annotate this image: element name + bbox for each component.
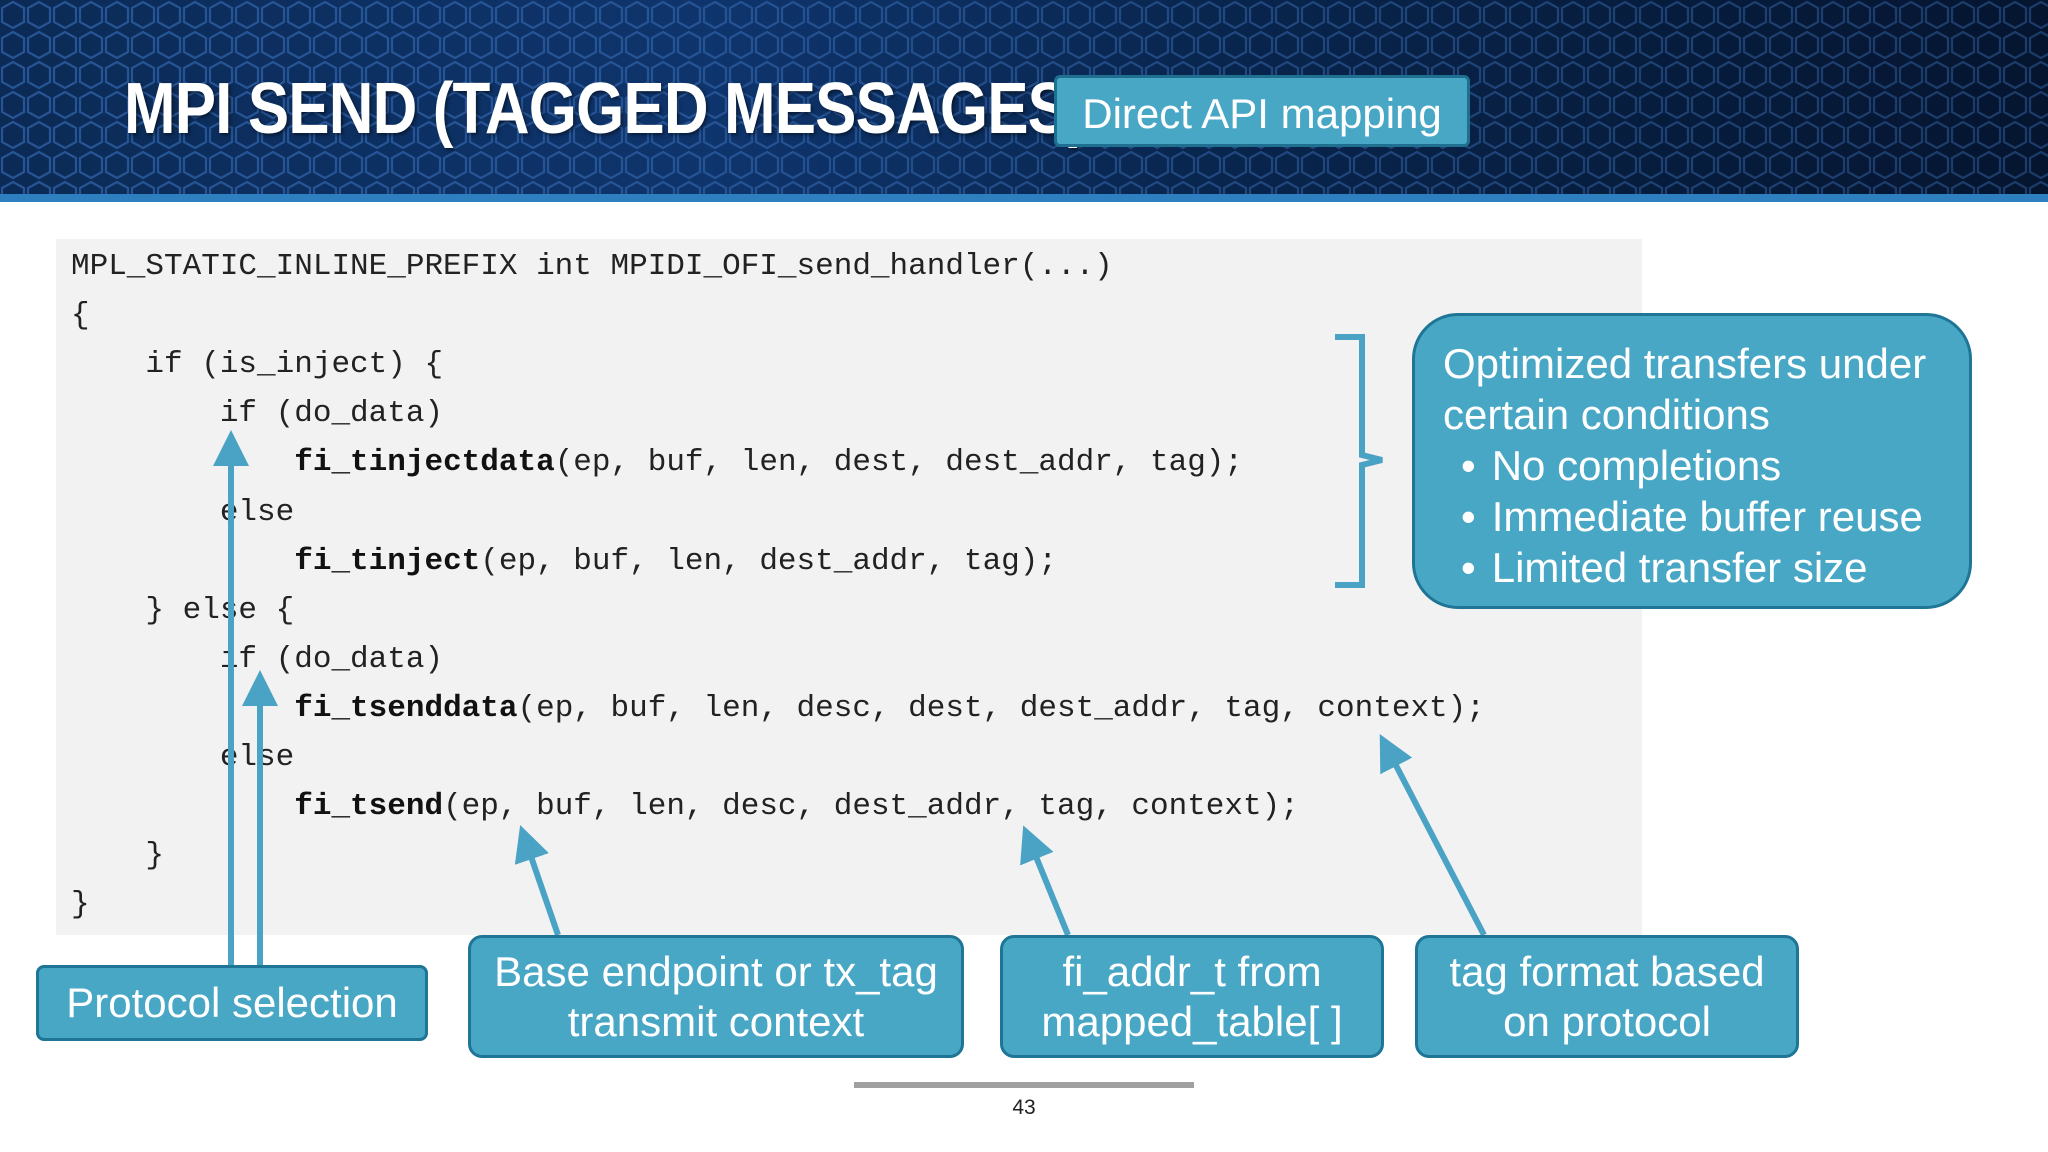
code-text: else — [71, 494, 295, 530]
code-text: if (do_data) — [71, 396, 444, 432]
footer-bar — [854, 1082, 1194, 1088]
endpoint-callout: Base endpoint or tx_tag transmit context — [468, 935, 964, 1058]
code-args: (ep, buf, len, desc, dest_addr, tag, con… — [443, 789, 1299, 825]
tag-format-callout: tag format based on protocol — [1415, 935, 1799, 1058]
code-text — [71, 691, 294, 726]
api-function-name: fi_tsenddata — [294, 690, 518, 726]
code-line: fi_tinjectdata(ep, buf, len, dest, dest_… — [71, 445, 1243, 481]
code-text: } — [71, 887, 90, 923]
bullet-buffer-reuse: Immediate buffer reuse — [1461, 491, 1969, 542]
code-text: } else { — [71, 592, 295, 628]
endpoint-line-1: Base endpoint or tx_tag — [494, 947, 938, 995]
code-line: else — [71, 495, 294, 531]
code-line: if (do_data) — [71, 642, 443, 678]
bullet-transfer-size: Limited transfer size — [1461, 542, 1969, 593]
code-args: (ep, buf, len, dest, dest_addr, tag); — [554, 445, 1244, 481]
protocol-selection-callout: Protocol selection — [36, 965, 428, 1041]
code-line: } — [71, 887, 90, 923]
bullet-no-completions: No completions — [1461, 440, 1969, 491]
code-panel — [56, 239, 1642, 935]
api-function-name: fi_tinject — [294, 543, 481, 579]
code-line: } — [71, 838, 164, 874]
addr-line-1: fi_addr_t from — [1062, 947, 1322, 995]
tag-line-2: on protocol — [1503, 997, 1711, 1045]
header-banner: MPI SEND (TAGGED MESSAGES) Direct API ma… — [0, 0, 2048, 198]
hex-pattern — [0, 0, 2048, 198]
code-line: } else { — [71, 593, 294, 629]
api-function-name: fi_tsend — [294, 789, 444, 825]
code-args: (ep, buf, len, dest_addr, tag); — [480, 543, 1057, 579]
code-text: if (do_data) — [71, 641, 444, 677]
code-line: else — [71, 740, 294, 776]
callout-heading-1: Optimized transfers under — [1443, 340, 1927, 387]
code-line: if (do_data) — [71, 396, 443, 432]
code-line: fi_tinject(ep, buf, len, dest_addr, tag)… — [71, 544, 1057, 580]
code-text: MPL_STATIC_INLINE_PREFIX int MPIDI_OFI_s… — [71, 249, 1113, 284]
addr-callout: fi_addr_t from mapped_table[ ] — [1000, 935, 1384, 1058]
code-line: MPL_STATIC_INLINE_PREFIX int MPIDI_OFI_s… — [71, 249, 1113, 285]
direct-api-badge: Direct API mapping — [1054, 75, 1470, 147]
tag-line-1: tag format based — [1449, 947, 1765, 995]
protocol-selection-label: Protocol selection — [66, 979, 398, 1026]
code-text: { — [71, 298, 90, 334]
page-number: 43 — [1012, 1096, 1036, 1119]
addr-line-2: mapped_table[ ] — [1041, 997, 1343, 1045]
banner-divider — [0, 194, 2048, 202]
callout-bullets: No completions Immediate buffer reuse Li… — [1443, 440, 1969, 593]
endpoint-line-2: transmit context — [567, 997, 865, 1045]
code-text: } — [71, 838, 165, 874]
code-text: else — [71, 740, 295, 775]
code-text: if (is_inject) { — [71, 347, 444, 383]
code-line: if (is_inject) { — [71, 347, 443, 383]
callout-heading-2: certain conditions — [1443, 391, 1770, 438]
optimized-transfers-callout: Optimized transfers under certain condit… — [1412, 313, 1972, 609]
code-args: (ep, buf, len, desc, dest, dest_addr, ta… — [517, 690, 1485, 726]
code-text — [71, 789, 294, 824]
code-text — [71, 445, 294, 480]
code-line: fi_tsend(ep, buf, len, desc, dest_addr, … — [71, 789, 1299, 825]
code-line: fi_tsenddata(ep, buf, len, desc, dest, d… — [71, 691, 1485, 727]
page-title: MPI SEND (TAGGED MESSAGES) — [124, 69, 1089, 149]
api-function-name: fi_tinjectdata — [294, 445, 555, 481]
code-text — [71, 544, 294, 579]
code-line: { — [71, 298, 90, 334]
